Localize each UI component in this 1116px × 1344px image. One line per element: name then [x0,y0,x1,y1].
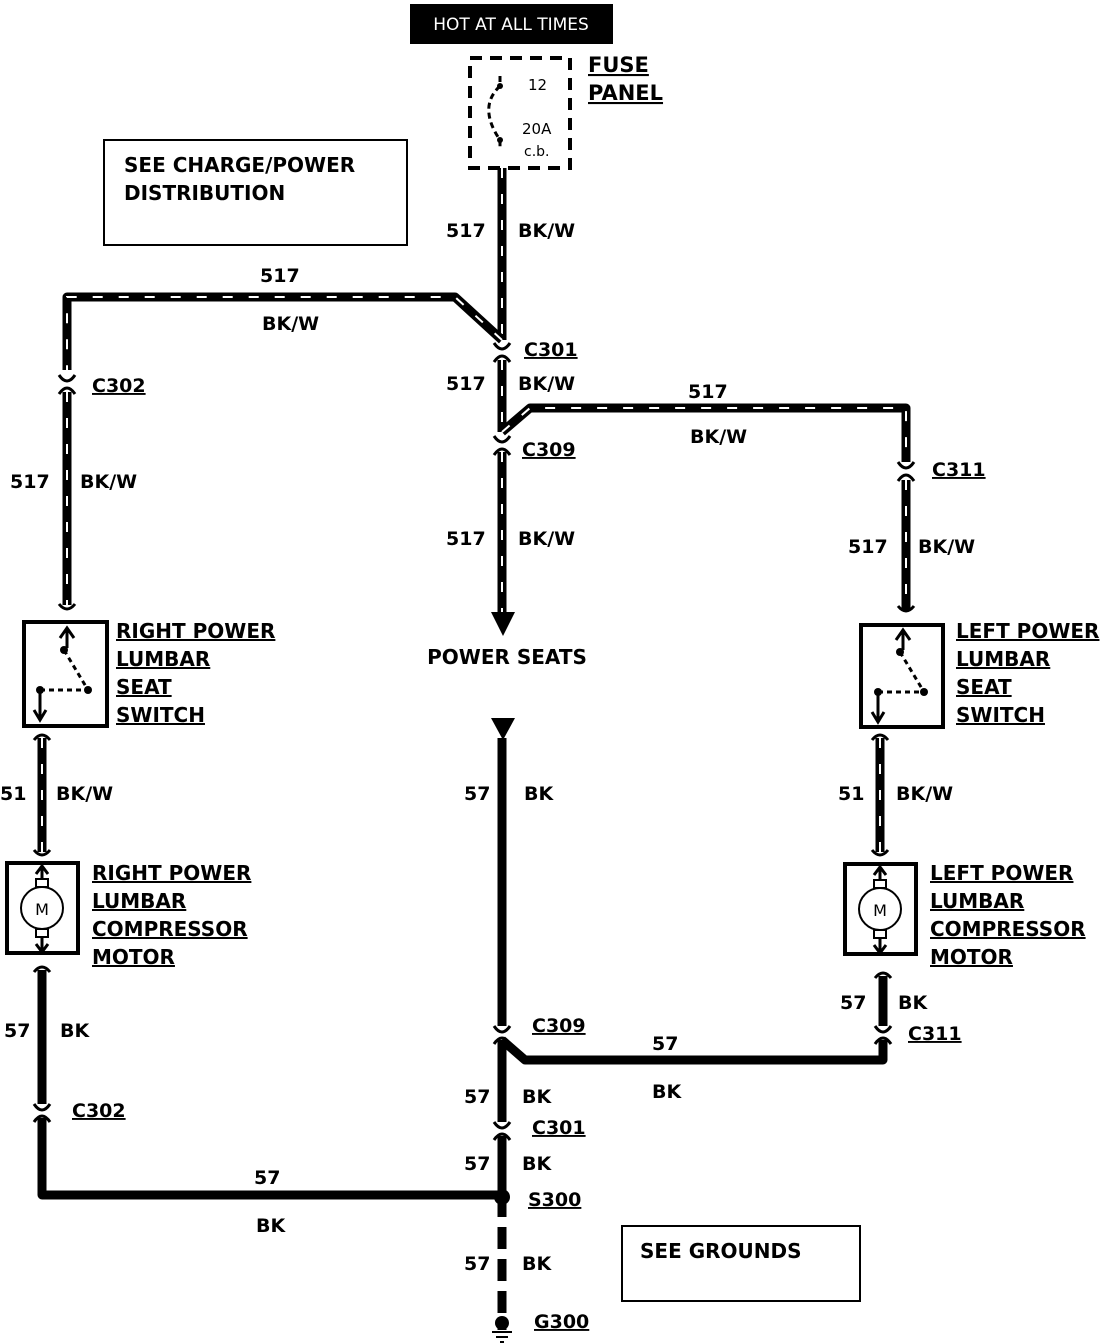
wire-color: BK/W [518,373,575,395]
wire-color: BK [522,1153,552,1175]
left-motor-m-label: M [873,901,887,920]
wire-number: 517 [260,265,300,287]
wire-color: BK [522,1086,552,1108]
wire-color: BK [652,1081,682,1103]
bkw-wires [37,168,911,852]
wire-number: 57 [254,1167,280,1189]
fuse-type: c.b. [524,144,549,160]
grounds-note: SEE GROUNDS [640,1239,802,1263]
wire-number: 57 [4,1020,30,1042]
wire-number: 517 [446,220,486,242]
wire-color: BK/W [80,471,137,493]
fuse-panel-box [468,56,572,170]
right-switch-label-4: SWITCH [116,703,205,727]
wire-color: BK/W [262,313,319,335]
wire-number: 517 [446,373,486,395]
wire-number: 51 [838,783,864,805]
connector-label-c311-top: C311 [932,459,986,481]
wire-color: BK [522,1253,552,1275]
ground-icon [492,1331,512,1343]
s300-splice-dot [494,1189,510,1205]
wire-number: 57 [464,1086,490,1108]
fuse-panel-label-2: PANEL [588,81,663,105]
right-motor-label-3: COMPRESSOR [92,917,248,941]
power-seats-arrow-in [491,612,515,636]
g300-ground-dot [495,1316,509,1330]
fuse-rating: 20A [522,120,552,138]
connector-symbols [32,342,916,1141]
wire-number: 517 [446,528,486,550]
hot-at-all-times-label: HOT AT ALL TIMES [433,15,589,35]
wire-color: BK/W [518,528,575,550]
connector-label-c302-top: C302 [92,375,146,397]
wire-labels: 517 BK/W 517 BK/W 517 BK/W 517 BK/W 517 … [0,220,975,1275]
wire-color: BK [898,992,928,1014]
right-compressor-motor-symbol [5,861,80,955]
right-motor-m-label: M [35,900,49,919]
power-seats-arrow-out [491,718,515,740]
wire-number: 517 [10,471,50,493]
wire-color: BK [256,1215,286,1237]
wire-color: BK/W [690,426,747,448]
left-motor-label-2: LUMBAR [930,889,1024,913]
wire-color: BK/W [896,783,953,805]
fuse-panel-label-1: FUSE [588,53,649,77]
splice-label-s300: S300 [528,1189,581,1211]
right-motor-label-1: RIGHT POWER [92,861,251,885]
right-lumbar-switch-symbol [22,620,109,728]
connector-label-c301-bottom: C301 [532,1117,586,1139]
connector-labels: C301 C302 C309 C311 C309 C311 C302 C301 … [72,339,986,1333]
left-switch-label-3: SEAT [956,675,1012,699]
wire-color: BK [60,1020,90,1042]
left-switch-label-1: LEFT POWER [956,619,1099,643]
hot-at-all-times-box [410,4,613,44]
left-switch-label-4: SWITCH [956,703,1045,727]
charge-note-line-1: SEE CHARGE/POWER [124,153,355,177]
left-compressor-motor-symbol [843,862,918,956]
wire-number: 57 [840,992,866,1014]
connector-label-c311-bottom: C311 [908,1023,962,1045]
left-motor-label-1: LEFT POWER [930,861,1073,885]
connector-label-c309-bottom: C309 [532,1015,586,1037]
left-motor-label-4: MOTOR [930,945,1013,969]
connector-label-c302-bottom: C302 [72,1100,126,1122]
left-motor-label-3: COMPRESSOR [930,917,1086,941]
right-switch-label-2: LUMBAR [116,647,210,671]
connector-label-c301-top: C301 [524,339,578,361]
wire-color: BK/W [518,220,575,242]
charge-note-line-2: DISTRIBUTION [124,181,285,205]
left-lumbar-switch-symbol [859,623,945,729]
wire-number: 57 [652,1033,678,1055]
wire-number: 517 [848,536,888,558]
power-seats-label: POWER SEATS [427,645,587,669]
wire-color: BK/W [56,783,113,805]
wire-number: 57 [464,1253,490,1275]
wire-number: 51 [0,783,26,805]
wire-number: 517 [688,381,728,403]
grounds-note-box [621,1225,861,1302]
connector-label-c309-top: C309 [522,439,576,461]
wire-color: BK [524,783,554,805]
right-switch-label-3: SEAT [116,675,172,699]
ground-label-g300: G300 [534,1311,589,1333]
fuse-number: 12 [528,76,547,94]
right-motor-label-4: MOTOR [92,945,175,969]
wire-color: BK/W [918,536,975,558]
right-motor-label-2: LUMBAR [92,889,186,913]
charge-distribution-note-box [103,139,408,246]
right-switch-label-1: RIGHT POWER [116,619,275,643]
wire-number: 57 [464,783,490,805]
bk-wires [37,738,888,1330]
left-switch-label-2: LUMBAR [956,647,1050,671]
wire-number: 57 [464,1153,490,1175]
